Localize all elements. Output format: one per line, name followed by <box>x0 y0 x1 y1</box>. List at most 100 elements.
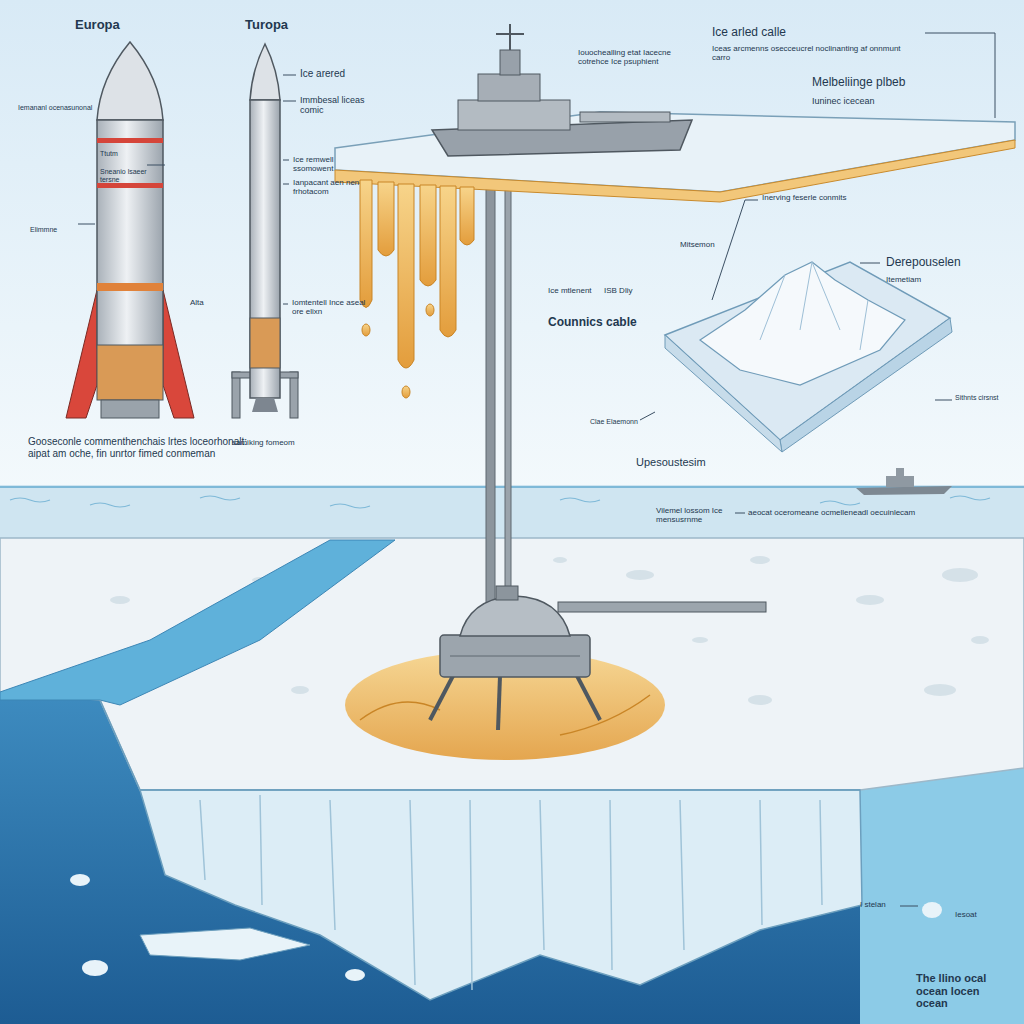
callout-label: Itemetiam <box>886 275 921 284</box>
melt-drips <box>420 185 436 286</box>
melt-drips <box>362 324 370 336</box>
callout-label: Gooseconle commenthenchais lrtes loceorh… <box>28 436 263 459</box>
ice-ship <box>478 74 540 101</box>
rocket-europa <box>66 42 194 418</box>
callout-label: Ice mtlenent <box>548 286 592 295</box>
ice-cliff <box>200 795 822 990</box>
ice-plain <box>942 568 978 582</box>
callout-label: I stelan <box>860 900 886 909</box>
ice-plain <box>553 557 567 563</box>
rocket-turopa <box>290 372 298 418</box>
rocket-turopa <box>232 44 298 418</box>
ice-ship <box>432 24 692 156</box>
melt-drips <box>360 180 474 398</box>
callout-label: Sithnts cirsnst <box>955 394 1013 402</box>
ice-plain <box>856 595 884 605</box>
callout-label: Ianpacant aen nen frhotacom <box>293 178 378 196</box>
rocket-europa <box>101 400 159 418</box>
callout-label: Ice arered <box>300 68 345 80</box>
ice-floes <box>70 874 90 886</box>
callout-label: Inerving feserle conmits <box>762 193 892 202</box>
lander <box>440 635 590 677</box>
rocket-turopa <box>250 318 280 368</box>
lander <box>558 602 766 612</box>
callout-label: Vilemel lossom Ice mensusrnme <box>656 506 736 524</box>
leader-line <box>712 200 758 300</box>
rocket-europa <box>66 290 97 418</box>
leader-line <box>78 33 995 906</box>
sky <box>0 0 1024 490</box>
melt-drips <box>360 180 372 308</box>
iceberg-block <box>665 262 952 452</box>
callout-label: Mitsemon <box>680 240 715 249</box>
rocket-europa <box>97 42 163 120</box>
ice-floes <box>82 960 108 976</box>
ice-plain <box>0 538 1024 790</box>
top-ice-slab <box>335 112 1015 202</box>
leader-line <box>283 160 289 161</box>
ice-plain <box>692 637 708 643</box>
ice-floes <box>345 969 365 981</box>
callout-label: Iesoat <box>955 910 977 919</box>
lander <box>496 586 518 600</box>
callout-label: Melbeliinge plbeb <box>812 76 905 90</box>
callout-label: Elimmne <box>30 226 57 234</box>
callout-label: Iceas arcmenns osecceucrel noclinanting … <box>712 44 912 62</box>
lander <box>575 672 600 720</box>
ice-crack <box>0 540 395 705</box>
distant-ship <box>886 476 914 487</box>
callout-label: Alta <box>190 298 204 307</box>
rocket-europa <box>97 283 163 291</box>
ice-plain <box>748 695 772 705</box>
ice-plain <box>291 686 309 694</box>
lander <box>460 596 570 636</box>
ice-ship <box>580 112 670 122</box>
lander <box>450 656 580 657</box>
ocean <box>860 760 1024 1024</box>
melt-drips <box>378 182 394 256</box>
iceberg-block <box>700 262 905 385</box>
lander <box>430 586 766 730</box>
leader-line <box>147 165 165 166</box>
callout-label: Immbesal liceas comic <box>300 95 375 116</box>
leader-line <box>735 513 745 514</box>
leader-line <box>283 304 288 305</box>
callout-label: Counnics cable <box>548 316 637 330</box>
callout-label: Ttutm <box>100 150 118 158</box>
lander <box>498 676 500 730</box>
callout-label: Iemananl ocenasunonal <box>18 104 93 112</box>
callout-label: aeocat oceromeane ocmelleneadl oecuinlec… <box>748 508 968 517</box>
rocket-turopa <box>252 398 278 412</box>
ice-ship <box>458 100 570 130</box>
ice-plain <box>750 556 770 564</box>
leader-line <box>283 184 289 185</box>
ice-floes <box>140 928 310 960</box>
leader-line <box>640 412 655 420</box>
leader-line <box>935 400 952 401</box>
ice-cliff <box>140 789 860 791</box>
iceberg-block <box>760 262 868 350</box>
leader-line <box>283 101 296 102</box>
ice-plain <box>0 538 1024 790</box>
callout-label: ISB Dliy <box>604 286 632 295</box>
callout-label: Derepouselen <box>886 256 961 270</box>
callout-label: Ice remwell ssomowent <box>293 155 373 173</box>
melt-drips <box>460 187 474 245</box>
sea-horizon <box>0 485 1024 540</box>
rocket-name: Europa <box>75 18 120 33</box>
callout-label: Ice arled calle <box>712 26 786 40</box>
callout-label: Sneanio lsaeer tersne <box>100 168 148 184</box>
ice-floes <box>922 902 942 918</box>
distant-ship <box>856 468 952 495</box>
leader-line <box>78 224 95 225</box>
rocket-europa <box>97 120 163 348</box>
leader-line <box>860 263 880 264</box>
callout-label: Iomtentell Ince aseal ore elixn <box>292 298 367 316</box>
ice-plain <box>626 570 654 580</box>
ice-crack <box>0 540 395 705</box>
ice-plain <box>924 684 956 696</box>
rocket-europa <box>97 138 163 143</box>
melt-drips <box>402 386 410 398</box>
melt-drips <box>426 304 434 316</box>
